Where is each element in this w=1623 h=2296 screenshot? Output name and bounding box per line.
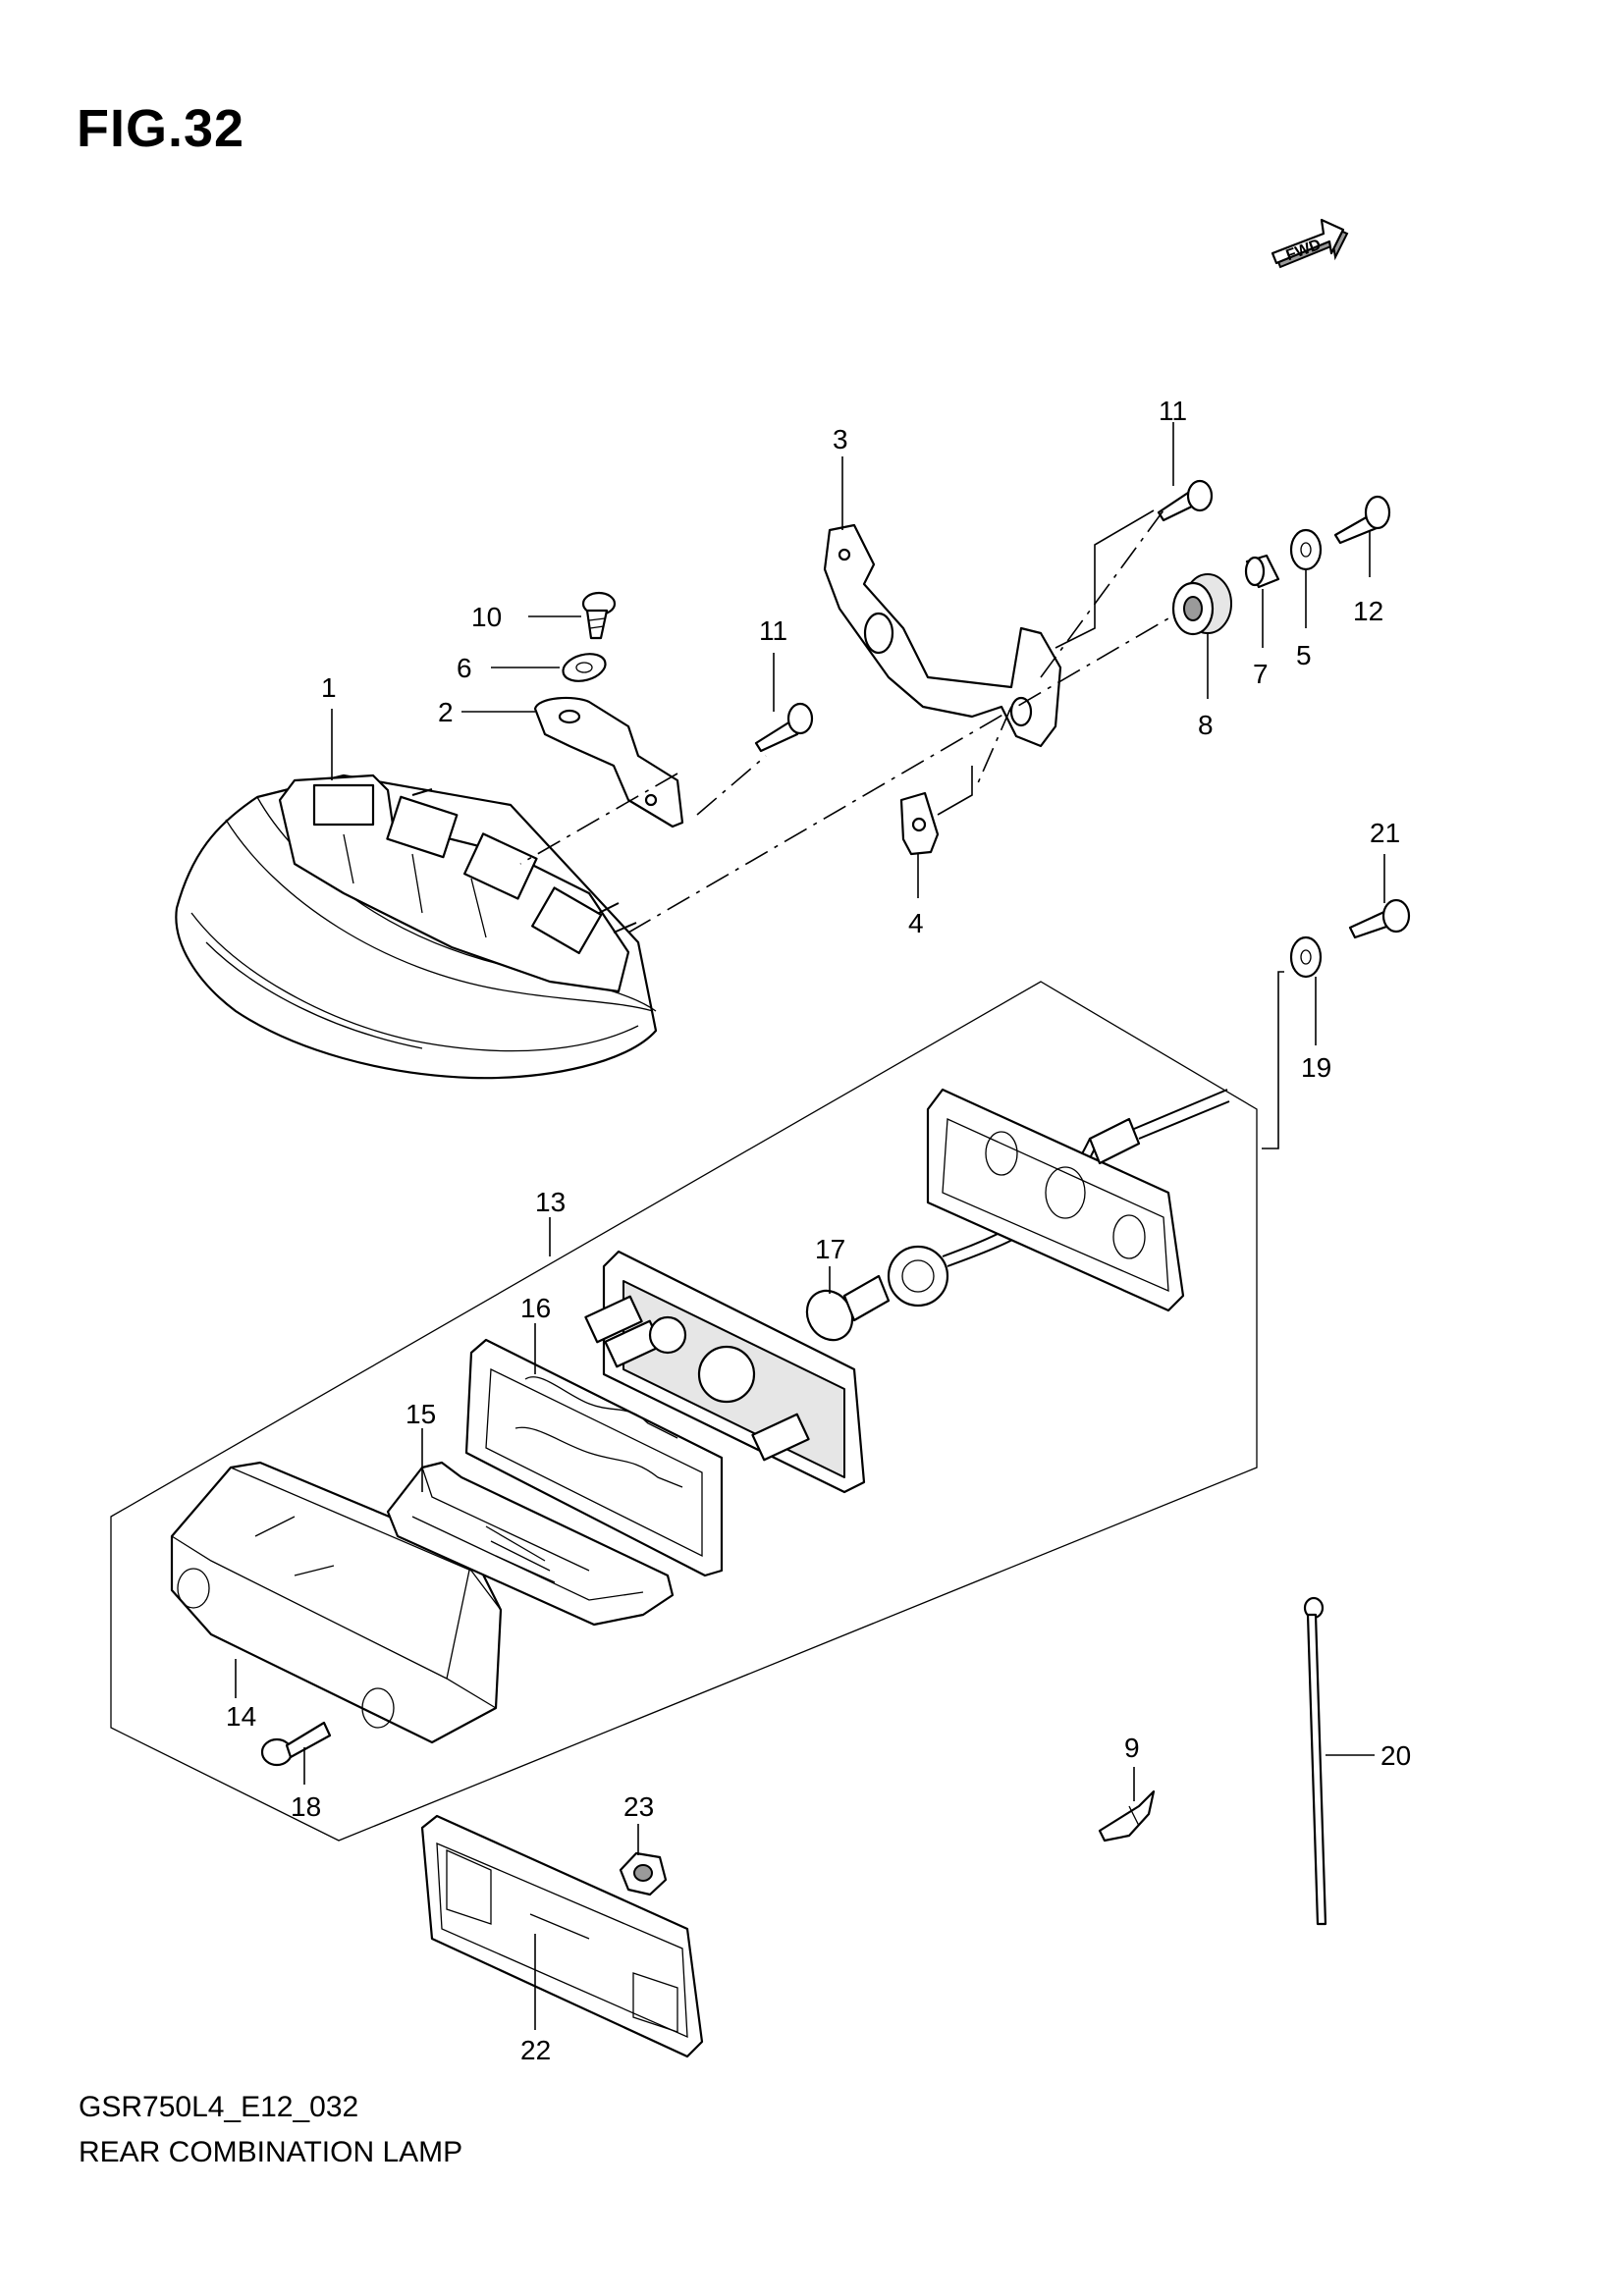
part-17-socket-plate: [584, 1250, 866, 1494]
callout-16: 16: [520, 1293, 551, 1323]
figure-name: REAR COMBINATION LAMP: [79, 2136, 463, 2168]
fwd-arrow-icon: FWD: [1271, 218, 1349, 269]
part-17-bulb: [805, 1274, 891, 1342]
callout-4: 4: [908, 908, 924, 938]
callout-21: 21: [1370, 818, 1400, 848]
part-8-grommet: [1171, 573, 1232, 636]
part-15-cover: [386, 1461, 675, 1627]
part-6-washer: [562, 653, 607, 682]
part-2-bracket: [533, 696, 684, 828]
part-23-nut: [619, 1851, 668, 1896]
part-20-cable-tie: [1303, 1596, 1327, 1926]
callout-20: 20: [1380, 1740, 1411, 1771]
callout-19: 19: [1301, 1052, 1331, 1083]
part-18-screw: [260, 1721, 332, 1767]
fwd-label: FWD: [1284, 237, 1324, 264]
part-10-screw: [581, 591, 617, 640]
part-21-screw: [1348, 898, 1411, 939]
callout-6: 6: [457, 653, 472, 683]
part-13-assembly-box: [110, 981, 1258, 1842]
part-5-washer: [1289, 528, 1323, 571]
figure-title: FIG.32: [77, 99, 245, 158]
callout-9: 9: [1124, 1733, 1140, 1763]
callout-22: 22: [520, 2035, 551, 2065]
callout-10: 10: [471, 602, 502, 632]
callout-13: 13: [535, 1187, 566, 1217]
callout-14: 14: [226, 1701, 256, 1732]
part-7-collar: [1244, 554, 1280, 589]
callout-12: 12: [1353, 596, 1383, 626]
part-12-screw: [1333, 495, 1391, 545]
part-1-tail-lamp-housing: [175, 774, 658, 1080]
callout-5: 5: [1296, 640, 1312, 670]
figure-code: GSR750L4_E12_032: [79, 2091, 359, 2123]
callout-8: 8: [1198, 710, 1214, 740]
part-11-screw-lower: [754, 702, 814, 753]
callout-17: 17: [815, 1234, 845, 1264]
lamp-base-plate: [926, 1088, 1230, 1312]
part-22-reflector: [420, 1814, 704, 2058]
callout-23: 23: [623, 1791, 654, 1822]
part-3-stay: [823, 523, 1062, 748]
callout-3: 3: [833, 424, 848, 454]
callout-18: 18: [291, 1791, 321, 1822]
callout-11-top: 11: [1159, 396, 1187, 426]
part-16-gasket: [464, 1338, 724, 1577]
callout-7: 7: [1253, 659, 1269, 689]
part-19-washer: [1289, 935, 1323, 979]
callout-2: 2: [438, 697, 454, 727]
assembly-bracket-lines: [937, 509, 1284, 1149]
part-11-screw-upper: [1157, 479, 1214, 522]
callout-15: 15: [406, 1399, 436, 1429]
part-4-clip-nut: [899, 791, 940, 856]
alignment-lines: [519, 509, 1169, 934]
callout-1: 1: [321, 672, 337, 703]
callout-11-left: 11: [759, 615, 787, 646]
leader-lines: [235, 422, 1385, 2030]
part-9-clamp: [1098, 1789, 1156, 1842]
callout-numbers: 1 2 3 4 5 6 7 8 9 10 11 11 12 13 14 15 1…: [226, 396, 1411, 2065]
